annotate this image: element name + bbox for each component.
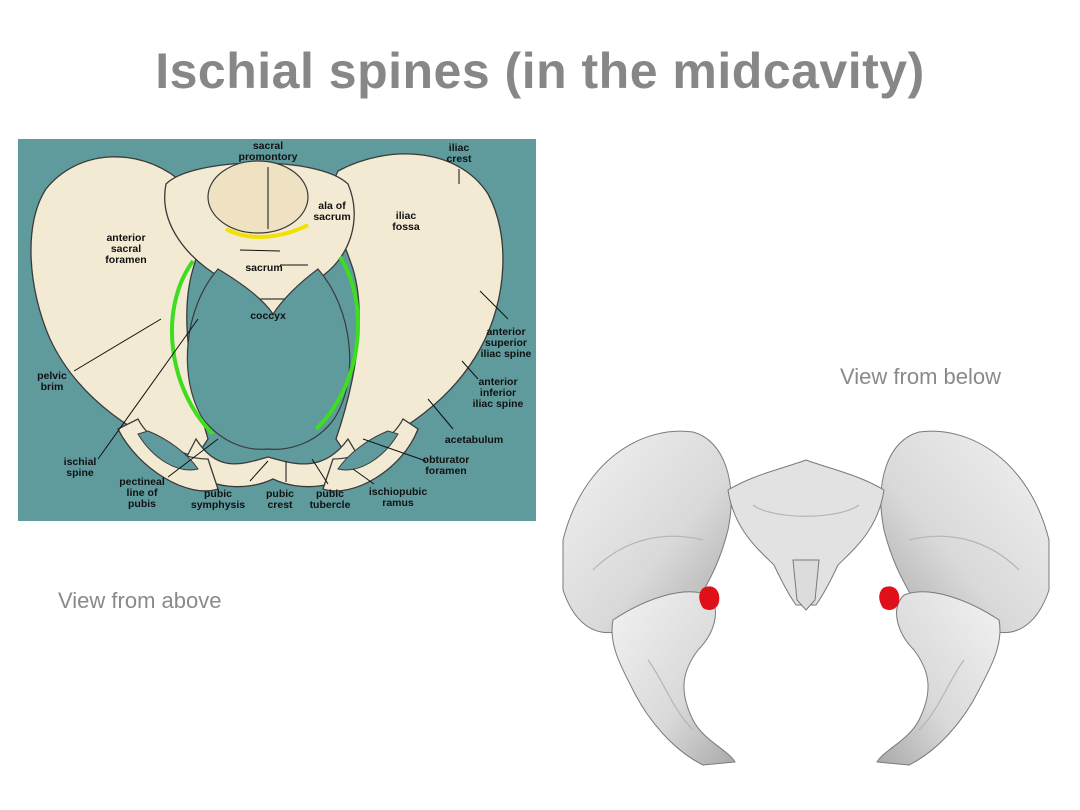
model-right-ischium [877, 592, 1000, 765]
label-acetabulum: acetabulum [445, 434, 503, 446]
caption-view-from-above: View from above [58, 588, 221, 614]
caption-view-from-below: View from below [840, 364, 1001, 390]
slide-title: Ischial spines (in the midcavity) [0, 42, 1080, 100]
sacral-body [208, 161, 308, 233]
pelvis-model-below [553, 420, 1059, 768]
model-left-ischium [612, 592, 735, 765]
label-sacrum: sacrum [245, 262, 282, 274]
model-right-ischial-spine [879, 586, 899, 610]
model-left-ischial-spine [699, 586, 719, 610]
label-coccyx: coccyx [250, 310, 286, 322]
